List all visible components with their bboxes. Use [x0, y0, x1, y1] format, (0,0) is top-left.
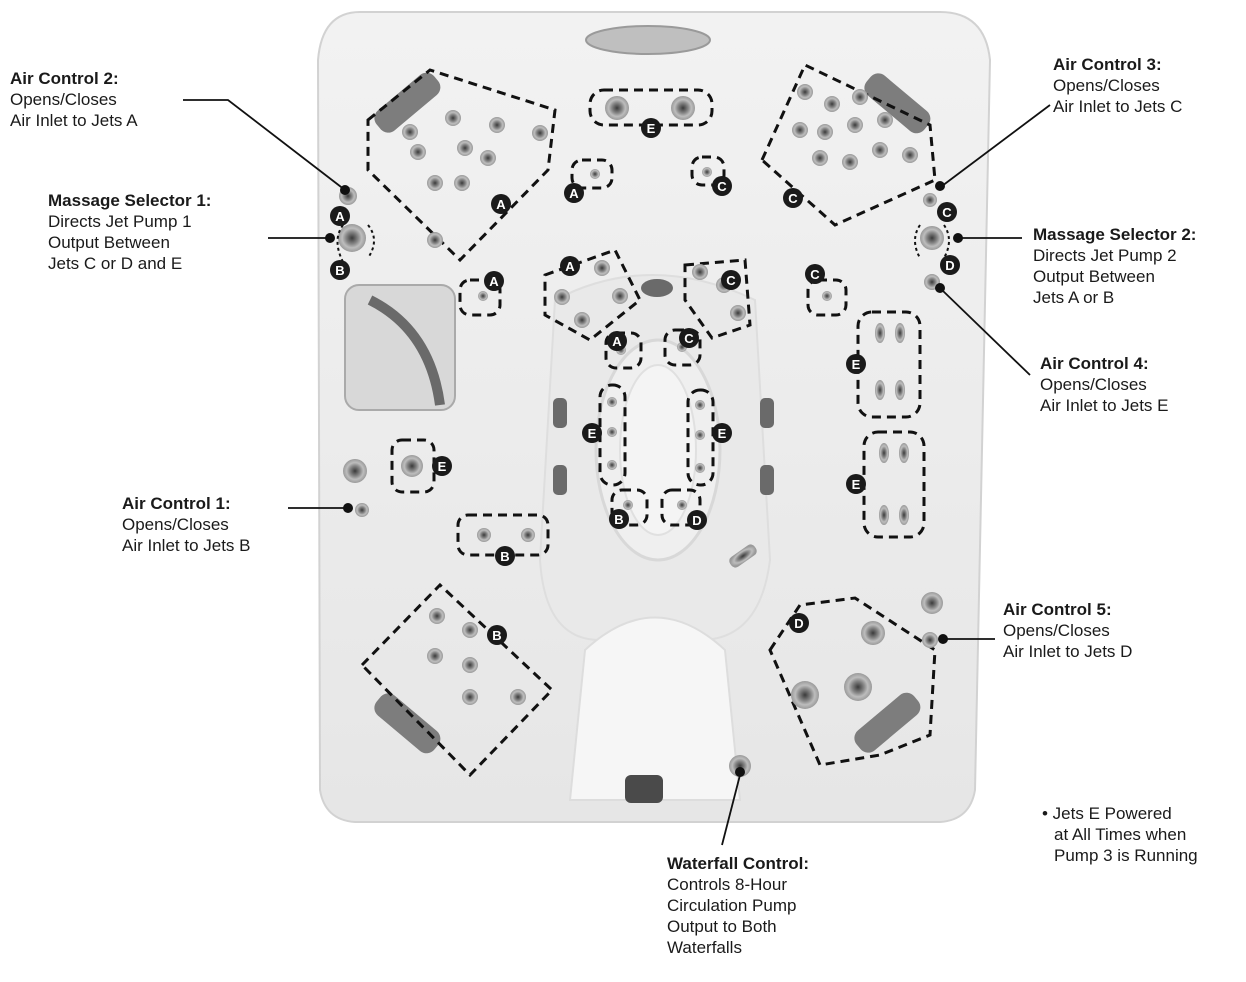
zone-e-top — [588, 88, 714, 127]
massage-selector-2-title: Massage Selector 2: — [1033, 225, 1197, 244]
svg-text:A: A — [569, 186, 579, 201]
svg-text:A: A — [496, 197, 506, 212]
massage-selector-1-title: Massage Selector 1: — [48, 191, 212, 210]
badge-d-1: D — [940, 255, 960, 275]
pump-3-note: • Jets E Powered at All Times when Pump … — [1042, 804, 1198, 865]
svg-text:E: E — [647, 121, 656, 136]
badge-b-3: B — [495, 546, 515, 566]
svg-text:E: E — [438, 459, 447, 474]
svg-text:C: C — [810, 267, 820, 282]
svg-text:A: A — [565, 259, 575, 274]
svg-text:E: E — [852, 477, 861, 492]
zone-c-island — [663, 328, 702, 367]
massage-selector-2-label: Massage Selector 2: Directs Jet Pump 2 O… — [1033, 225, 1197, 307]
air-control-2-label: Air Control 2: Opens/Closes Air Inlet to… — [10, 69, 138, 130]
zone-d-seat — [768, 596, 937, 767]
badge-c-1: C — [712, 176, 732, 196]
svg-text:E: E — [588, 426, 597, 441]
badge-e-6: E — [432, 456, 452, 476]
badge-a-6: A — [607, 331, 627, 351]
air-control-1-label: Air Control 1: Opens/Closes Air Inlet to… — [122, 494, 251, 555]
svg-text:D: D — [794, 616, 803, 631]
air-control-4-label: Air Control 4: Opens/Closes Air Inlet to… — [1040, 354, 1169, 415]
badge-d-3: D — [789, 613, 809, 633]
svg-text:B: B — [335, 263, 344, 278]
zone-c-seat — [760, 62, 937, 227]
svg-text:C: C — [717, 179, 727, 194]
leader-lines — [183, 99, 1051, 846]
handrail-bottom-right — [854, 692, 921, 753]
handrail-bottom-left — [374, 693, 441, 754]
waterfall-top — [585, 25, 711, 55]
badge-e-5: E — [846, 474, 866, 494]
handrail-top-left — [374, 72, 441, 133]
badge-c-4: C — [721, 270, 741, 290]
jets — [338, 84, 944, 777]
zone-e-island-right — [686, 388, 715, 487]
leader-dots — [325, 181, 963, 777]
zone-d-island — [660, 488, 702, 527]
zone-e-right-upper — [856, 310, 922, 419]
svg-text:C: C — [788, 191, 798, 206]
badges: A B A A C E C C D A A C C A C E E E E E … — [330, 118, 960, 645]
air-control-2-title: Air Control 2: — [10, 69, 119, 88]
selector-arrows — [336, 224, 950, 263]
badge-a-3: A — [564, 183, 584, 203]
svg-text:A: A — [335, 209, 345, 224]
badge-a-4: A — [484, 271, 504, 291]
badge-e-1: E — [641, 118, 661, 138]
badge-d-2: D — [687, 510, 707, 530]
front-control — [625, 775, 663, 803]
svg-text:E: E — [852, 357, 861, 372]
svg-text:A: A — [489, 274, 499, 289]
air-control-5-title: Air Control 5: — [1003, 600, 1112, 619]
waterfall-control-title: Waterfall Control: — [667, 854, 809, 873]
svg-text:B: B — [492, 628, 501, 643]
badge-b-4: B — [487, 625, 507, 645]
massage-selector-1-label: Massage Selector 1: Directs Jet Pump 1 O… — [48, 191, 212, 273]
air-control-1-title: Air Control 1: — [122, 494, 231, 513]
badge-c-5: C — [805, 264, 825, 284]
air-control-4-title: Air Control 4: — [1040, 354, 1149, 373]
footwell-pads — [553, 279, 774, 495]
svg-text:C: C — [942, 205, 952, 220]
svg-text:D: D — [692, 513, 701, 528]
svg-text:E: E — [718, 426, 727, 441]
lounge-pillow — [344, 284, 456, 411]
badge-e-2: E — [582, 423, 602, 443]
zone-c-mid — [683, 258, 752, 340]
zone-a-island — [604, 331, 643, 370]
svg-text:A: A — [612, 334, 622, 349]
svg-text:C: C — [684, 331, 694, 346]
air-control-5-label: Air Control 5: Opens/Closes Air Inlet to… — [1003, 600, 1133, 661]
badge-b-1: B — [330, 260, 350, 280]
zone-a-arm — [458, 278, 502, 317]
zone-c-small — [690, 155, 726, 187]
zone-c-arm — [806, 278, 848, 317]
svg-text:B: B — [500, 549, 509, 564]
zone-b-island — [610, 488, 649, 527]
badge-e-4: E — [846, 354, 866, 374]
entry-step — [568, 616, 742, 801]
zone-a-mid — [543, 248, 642, 342]
svg-text:B: B — [614, 512, 623, 527]
badge-a-5: A — [560, 256, 580, 276]
badge-a-1: A — [330, 206, 350, 226]
svg-text:D: D — [945, 258, 954, 273]
svg-text:C: C — [726, 273, 736, 288]
badge-e-3: E — [712, 423, 732, 443]
waterfall-control-label: Waterfall Control: Controls 8-Hour Circu… — [667, 854, 809, 957]
zone-a-small — [570, 158, 614, 190]
air-control-3-title: Air Control 3: — [1053, 55, 1162, 74]
zone-a-seat — [366, 68, 557, 263]
badge-a-2: A — [491, 194, 511, 214]
badge-c-2: C — [783, 188, 803, 208]
badge-b-2: B — [609, 509, 629, 529]
badge-c-6: C — [679, 328, 699, 348]
air-control-3-label: Air Control 3: Opens/Closes Air Inlet to… — [1053, 55, 1183, 116]
badge-c-3: C — [937, 202, 957, 222]
